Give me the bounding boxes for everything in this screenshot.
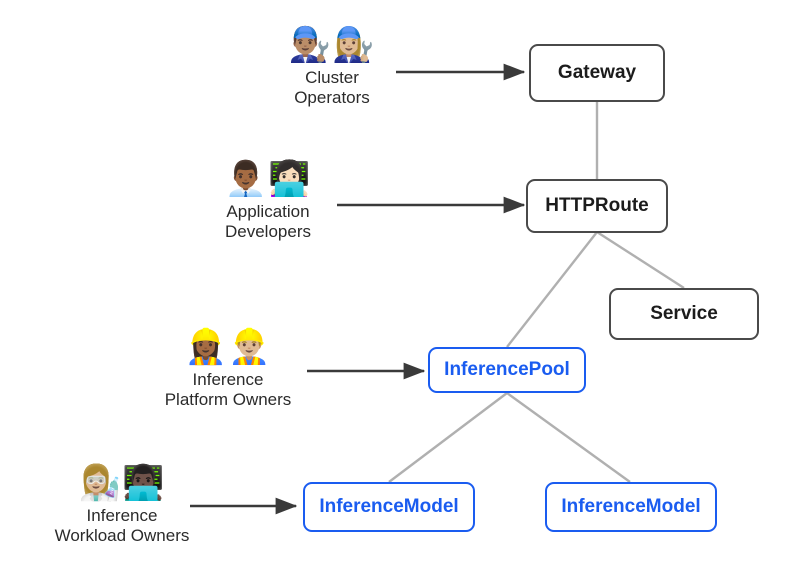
persona-inference-platform-owners-line1: Inference	[192, 369, 264, 389]
inference-workload-owners-icon: 👩🏼‍🔬👨🏿‍💻	[78, 464, 166, 502]
persona-cluster-operators: 👨🏽‍🔧👩🏼‍🔧 Cluster Operators	[262, 26, 402, 109]
persona-inference-workload-owners: 👩🏼‍🔬👨🏿‍💻 Inference Workload Owners	[44, 464, 200, 547]
node-inferencemodel-2-label: InferenceModel	[561, 495, 701, 517]
persona-application-developers: 👨🏾‍💼👩🏻‍💻 Application Developers	[198, 160, 338, 243]
node-inferencemodel-2[interactable]: InferenceModel	[545, 482, 717, 532]
node-gateway[interactable]: Gateway	[529, 44, 665, 102]
persona-application-developers-line2: Developers	[225, 222, 311, 242]
persona-inference-platform-owners: 👷🏾‍♀️👷🏼‍♂️ Inference Platform Owners	[150, 328, 306, 411]
persona-cluster-operators-label: Cluster Operators	[294, 68, 370, 109]
edge-inferencepool-inferencemodel-1	[388, 392, 508, 483]
edge-httproute-inferencepool	[506, 231, 598, 348]
edge-httproute-service	[596, 230, 685, 290]
persona-inference-platform-owners-label: Inference Platform Owners	[165, 370, 292, 411]
node-inferencepool-label: InferencePool	[444, 358, 570, 380]
persona-inference-platform-owners-line2: Platform Owners	[164, 390, 292, 410]
persona-application-developers-line1: Application	[226, 201, 310, 221]
inference-platform-owners-icon: 👷🏾‍♀️👷🏼‍♂️	[184, 328, 272, 366]
persona-cluster-operators-line2: Operators	[294, 88, 370, 108]
node-inferencemodel-1-label: InferenceModel	[319, 495, 459, 517]
node-inferencepool[interactable]: InferencePool	[428, 347, 586, 393]
edge-inferencepool-inferencemodel-2	[506, 392, 631, 483]
persona-cluster-operators-line1: Cluster	[305, 67, 359, 87]
persona-inference-workload-owners-line2: Workload Owners	[54, 526, 190, 546]
persona-inference-workload-owners-line1: Inference	[86, 505, 158, 525]
node-httproute-label: HTTPRoute	[545, 194, 649, 216]
node-service[interactable]: Service	[609, 288, 759, 340]
persona-application-developers-label: Application Developers	[225, 202, 311, 243]
node-service-label: Service	[650, 302, 718, 324]
node-httproute[interactable]: HTTPRoute	[526, 179, 668, 233]
node-gateway-label: Gateway	[557, 61, 637, 83]
node-inferencemodel-1[interactable]: InferenceModel	[303, 482, 475, 532]
application-developers-icon: 👨🏾‍💼👩🏻‍💻	[224, 160, 312, 198]
cluster-operators-icon: 👨🏽‍🔧👩🏼‍🔧	[288, 26, 376, 64]
persona-inference-workload-owners-label: Inference Workload Owners	[55, 506, 190, 547]
